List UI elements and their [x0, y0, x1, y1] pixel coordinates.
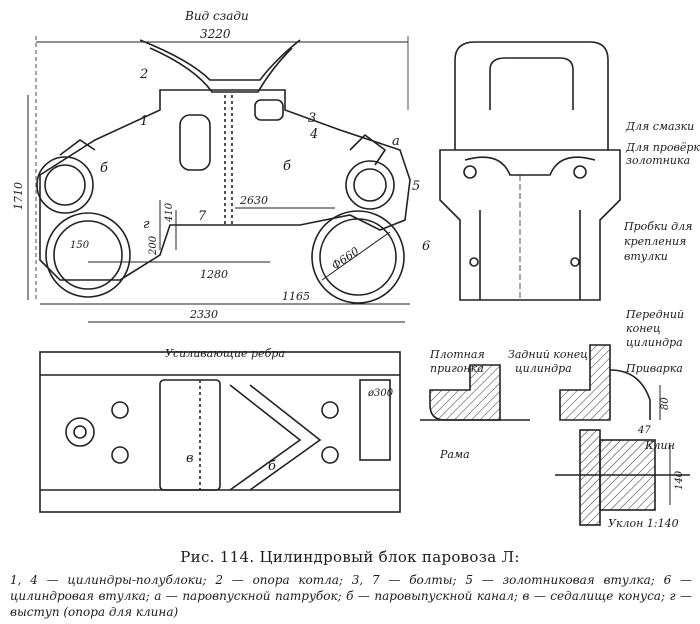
part-1: 1 — [140, 114, 148, 129]
part-2: 2 — [139, 67, 148, 82]
dim-2630: 2630 — [239, 194, 268, 207]
side-view — [27, 36, 411, 323]
note-check-2: золотника — [626, 154, 690, 167]
note-front-1: Передний — [625, 308, 684, 321]
rear-view-label: Вид сзади — [184, 9, 249, 23]
dim-200: 200 — [148, 235, 159, 256]
note-slope: Уклон 1:140 — [608, 517, 679, 530]
figure-legend: 1, 4 — цилиндры-полублоки; 2 — опора кот… — [10, 573, 692, 619]
dim-300: ø300 — [367, 388, 394, 399]
dim-1280: 1280 — [200, 268, 228, 281]
plan-view — [39, 351, 401, 513]
part-7: 7 — [198, 209, 207, 224]
dim-2330: 2330 — [189, 308, 218, 321]
note-rear-1: Задний конец — [508, 348, 588, 361]
part-v: в — [186, 451, 194, 466]
technical-drawing: Вид сзади 3220 1710 2630 410 200 150 128… — [12, 9, 700, 530]
dim-3220: 3220 — [200, 27, 231, 41]
dim-80: 80 — [660, 397, 671, 410]
note-ribs: Усиливающие ребра — [165, 347, 285, 360]
part-a: а — [392, 134, 400, 149]
note-frame: Рама — [439, 448, 470, 461]
note-plugs-1: Пробки для — [623, 220, 692, 233]
note-lubrication: Для смазки — [625, 120, 694, 133]
part-g: г — [143, 217, 150, 232]
part-3: 3 — [308, 111, 316, 126]
dim-410: 410 — [164, 202, 175, 223]
part-b-left: б — [100, 161, 108, 176]
part-5: 5 — [412, 179, 420, 194]
detail-views — [420, 344, 690, 526]
note-plugs-3: втулки — [624, 250, 668, 263]
part-b-mid: б — [283, 159, 291, 174]
note-tight-2: пригонка — [430, 362, 484, 375]
dim-150: 150 — [70, 240, 90, 251]
note-wedge: Клин — [644, 439, 675, 452]
note-weld: Приварка — [625, 362, 683, 375]
dim-47: 47 — [637, 425, 651, 436]
dim-140: 140 — [674, 470, 685, 490]
dim-660: Ф660 — [329, 245, 361, 273]
dim-1165: 1165 — [282, 290, 310, 303]
part-4: 4 — [309, 127, 318, 142]
figure-caption: Рис. 114. Цилиндровый блок паровоза Л: — [180, 548, 520, 566]
part-6: 6 — [422, 239, 430, 254]
rear-view — [439, 41, 621, 301]
note-front-2: конец — [626, 322, 661, 335]
dim-1710: 1710 — [12, 182, 25, 210]
note-front-3: цилиндра — [626, 336, 683, 349]
note-check-1: Для провёрки — [625, 141, 700, 154]
note-tight-1: Плотная — [429, 348, 485, 361]
part-b-plan: б — [268, 459, 276, 474]
note-rear-2: цилиндра — [515, 362, 572, 375]
note-plugs-2: крепления — [624, 235, 686, 248]
